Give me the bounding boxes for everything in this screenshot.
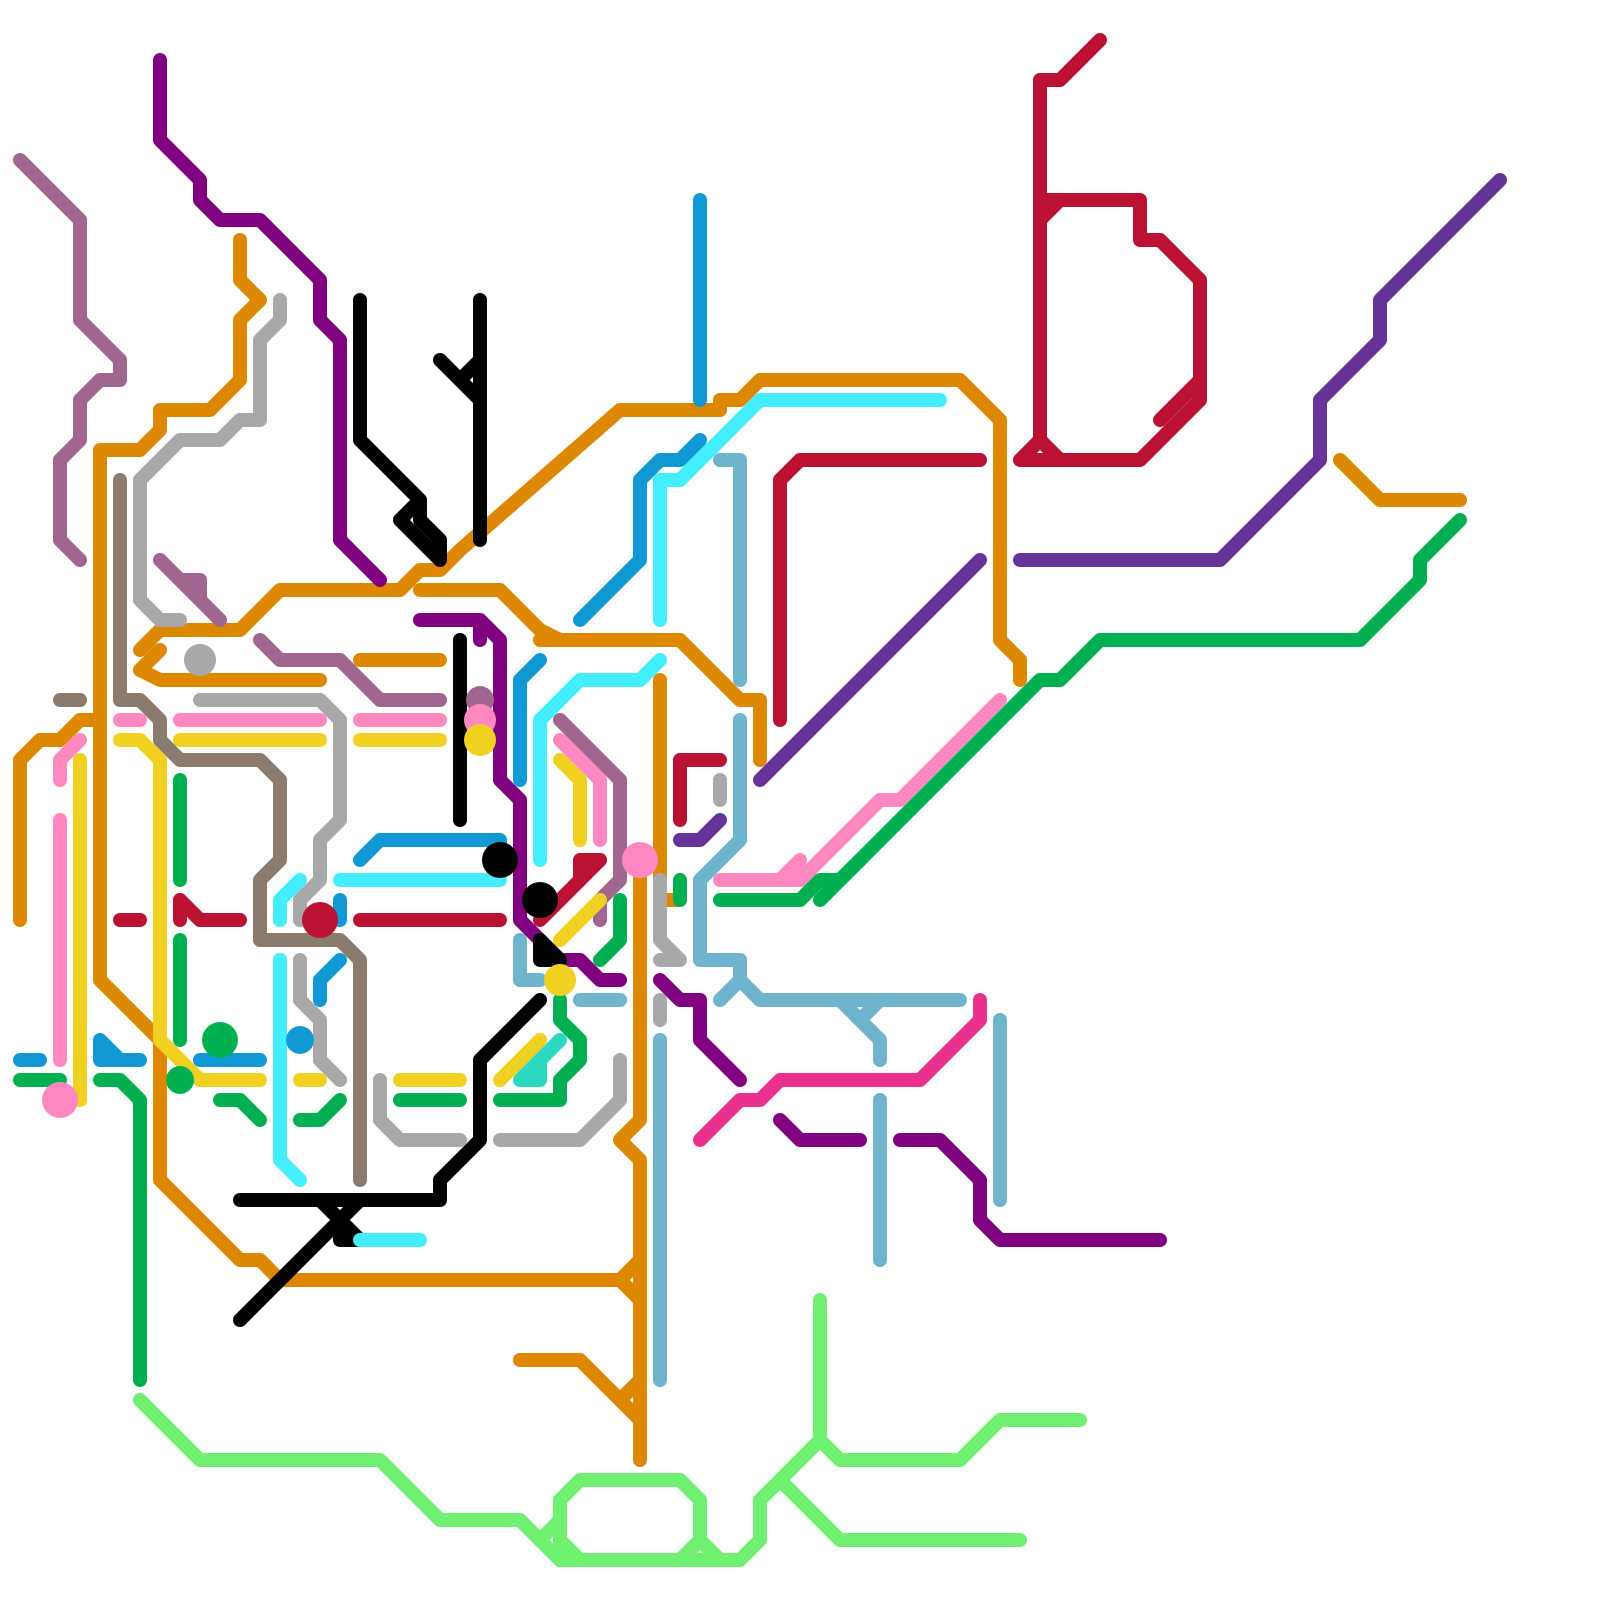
yellow-station-dot-3 <box>464 724 496 756</box>
transit-lines <box>20 40 1500 1560</box>
gray-line-segment-40 <box>140 300 280 620</box>
green-line-segment-98 <box>100 1080 140 1380</box>
black-station-dot-5 <box>482 842 518 878</box>
lightgreen-line-segment-106 <box>560 1540 700 1560</box>
cyan-line-segment-68 <box>660 400 940 620</box>
steelblue-line-segment-110 <box>720 460 740 680</box>
blue-line-segment-66 <box>100 1040 140 1060</box>
lightgreen-line-segment-108 <box>780 1480 1020 1540</box>
orange-line-segment-13 <box>1340 460 1460 500</box>
mauve-line-segment-37 <box>260 640 440 700</box>
green-line-segment-100 <box>300 1100 340 1120</box>
pink-station-dot-7 <box>622 842 658 878</box>
gray-station-dot-0 <box>184 644 216 676</box>
lightgreen-line-segment-107 <box>820 1420 1080 1460</box>
purple-line-segment-26 <box>160 60 380 580</box>
black-line-segment-52 <box>360 300 440 560</box>
green-station-dot-9 <box>202 1022 238 1058</box>
green-station-dot-10 <box>166 1066 194 1094</box>
blue-line-segment-63 <box>320 960 340 1000</box>
magenta-line-segment-82 <box>700 1000 980 1140</box>
lightgreen-line-segment-104 <box>140 1300 820 1560</box>
black-station-dot-6 <box>522 882 558 918</box>
blue-station-dot-11 <box>286 1026 314 1054</box>
crimson-line-segment-24 <box>180 900 240 920</box>
mauve-line-segment-36 <box>160 560 220 620</box>
yellow-line-segment-87 <box>560 760 580 840</box>
blue-line-segment-59 <box>580 440 700 620</box>
yellow-station-dot-8 <box>544 964 576 996</box>
steelblue-line-segment-112 <box>720 980 740 1000</box>
blue-line-segment-61 <box>360 840 500 860</box>
orange-line-segment-2 <box>140 670 320 680</box>
crimson-line-segment-14 <box>1020 40 1200 460</box>
purple-line-segment-30 <box>780 1120 860 1140</box>
pink-station-dot-12 <box>42 1082 78 1118</box>
steelblue-line-segment-111 <box>700 720 960 1000</box>
crimson-station-dot-4 <box>302 902 338 938</box>
gray-line-segment-43 <box>380 1080 460 1140</box>
purple-line-segment-31 <box>900 1140 1160 1240</box>
green-line-segment-99 <box>220 1100 260 1120</box>
